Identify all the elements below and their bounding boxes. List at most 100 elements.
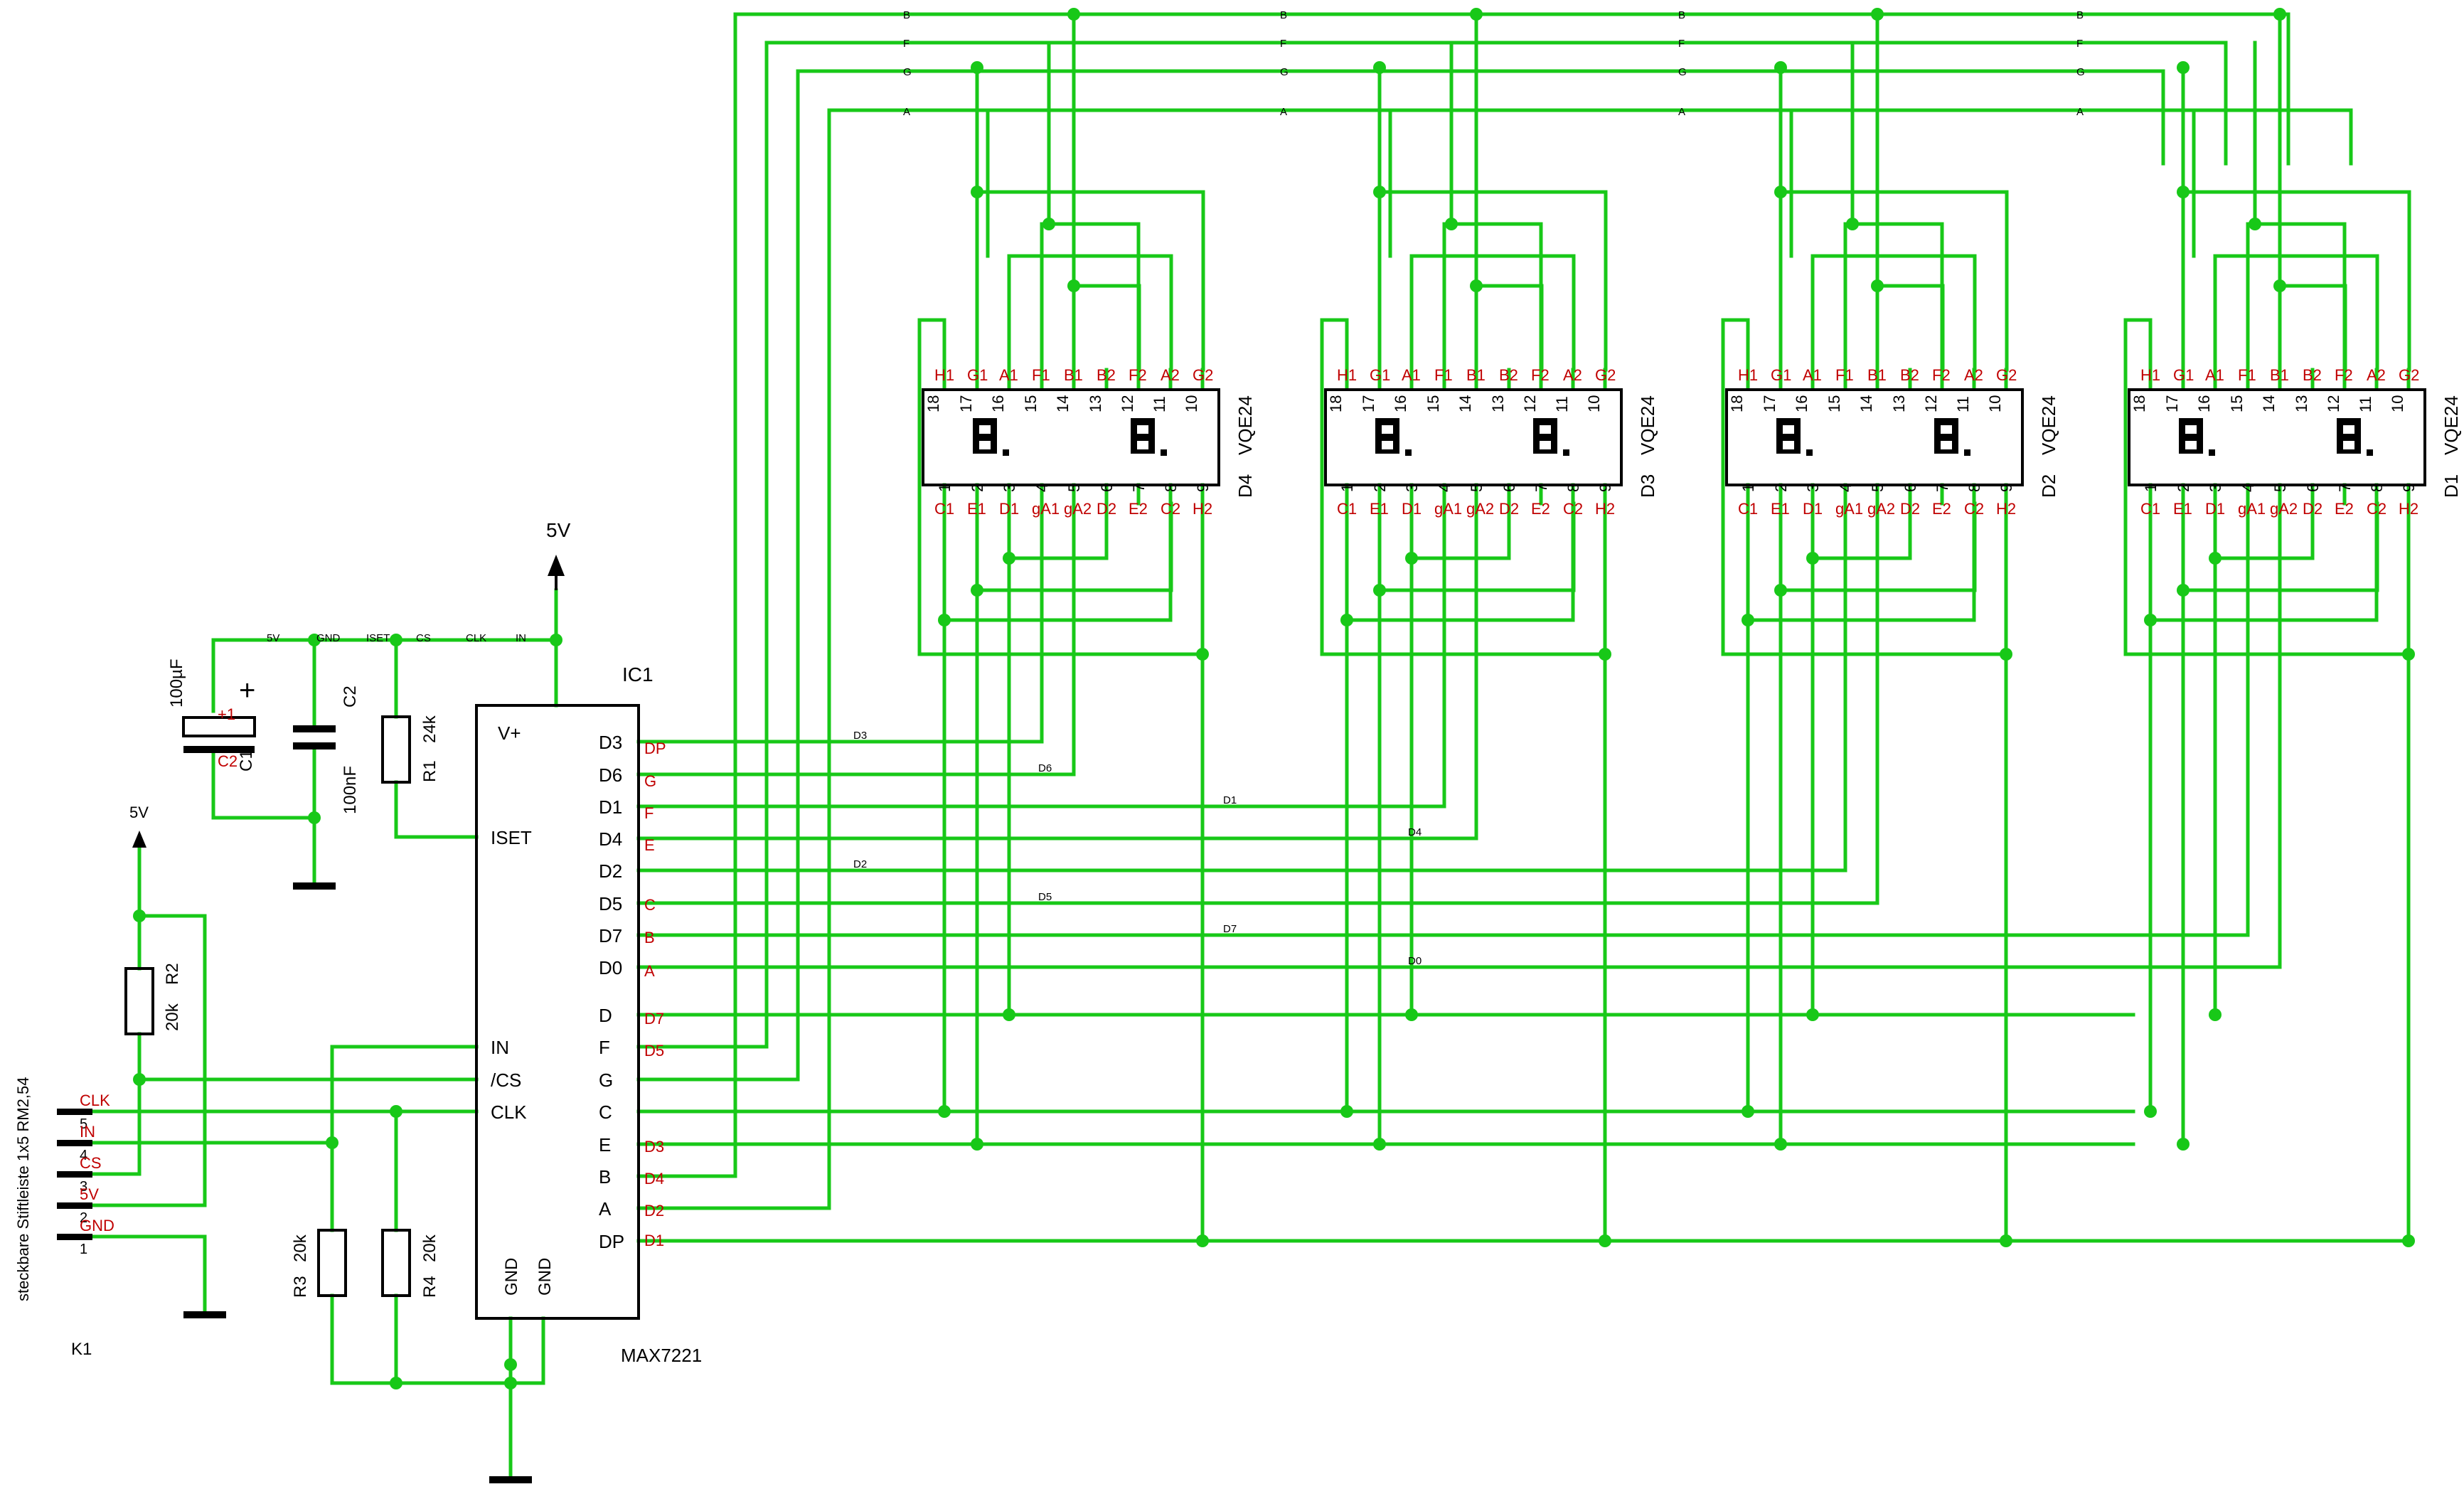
display-pin-name: gA2 bbox=[1466, 500, 1494, 518]
wire bbox=[1778, 190, 2009, 372]
k1-pin-name: CLK bbox=[80, 1092, 110, 1109]
display-pin-number: 15 bbox=[1424, 395, 1442, 412]
display-pin-number: 16 bbox=[989, 395, 1007, 412]
junction-dot bbox=[1599, 648, 1611, 661]
wire bbox=[1875, 284, 1945, 372]
k1-pin bbox=[57, 1140, 92, 1146]
display-pin-name: C1 bbox=[1337, 500, 1357, 518]
ic-pin-label: /CS bbox=[491, 1069, 521, 1091]
seven-segment-gap bbox=[1941, 425, 1952, 434]
display-pin-number: 1 bbox=[1338, 484, 1356, 492]
display-pin-number: 11 bbox=[1553, 396, 1571, 412]
junction-dot bbox=[1003, 1008, 1015, 1021]
display-pin-name: E1 bbox=[967, 500, 986, 518]
display-pin-number: 5 bbox=[1065, 484, 1083, 492]
display-pin-number: 8 bbox=[1966, 484, 1983, 492]
ic-pin-label: D1 bbox=[599, 796, 622, 818]
wire bbox=[2213, 501, 2315, 560]
display-pin-name: H1 bbox=[2140, 366, 2160, 384]
wire bbox=[636, 652, 1446, 809]
display-pin-name: H1 bbox=[1337, 366, 1357, 384]
k1-pin-name: 5V bbox=[80, 1185, 99, 1203]
display-pin-name: A2 bbox=[1964, 366, 1983, 384]
decimal-point bbox=[1405, 449, 1412, 456]
wire bbox=[975, 190, 1205, 372]
display-pin-number: 14 bbox=[2260, 395, 2278, 412]
display-pin-number: 6 bbox=[1500, 484, 1518, 492]
display-pin-number: 9 bbox=[2400, 484, 2418, 492]
ic-pin-tag: D7 bbox=[644, 1010, 664, 1028]
ic-pin-label: F bbox=[599, 1037, 610, 1058]
decimal-point bbox=[1964, 449, 1970, 456]
display-pin-name: H2 bbox=[1193, 500, 1212, 518]
display-pin-number: 15 bbox=[1022, 395, 1040, 412]
r1-body bbox=[381, 715, 411, 784]
display-pin-name: F1 bbox=[2238, 366, 2256, 384]
seven-segment-gap bbox=[1941, 441, 1952, 449]
net-label: D0 bbox=[1408, 955, 1422, 967]
junction-dot bbox=[1196, 1234, 1209, 1247]
ic-ref: IC1 bbox=[622, 663, 654, 685]
display-pin-name: G1 bbox=[1370, 366, 1390, 384]
display-pin-name: F1 bbox=[1032, 366, 1050, 384]
r1-value: 24k bbox=[420, 715, 439, 743]
junction-dot bbox=[2144, 1105, 2157, 1118]
display-pin-name: F2 bbox=[2335, 366, 2353, 384]
ic-pin-label: CLK bbox=[491, 1101, 527, 1123]
wire bbox=[1377, 190, 1608, 372]
display-pin-number: 12 bbox=[1922, 395, 1940, 412]
net-label: D1 bbox=[1223, 794, 1237, 806]
display-pin-number: 9 bbox=[1194, 484, 1212, 492]
display-pin-name: F2 bbox=[1129, 366, 1147, 384]
wire bbox=[1810, 501, 1912, 560]
wire bbox=[636, 652, 1044, 744]
junction-dot bbox=[504, 1377, 517, 1389]
wire bbox=[636, 652, 1847, 873]
display-pin-number: 1 bbox=[1739, 484, 1757, 492]
junction-dot bbox=[390, 1105, 402, 1118]
junction-dot bbox=[2402, 648, 2415, 661]
display-pin-name: A1 bbox=[1803, 366, 1822, 384]
display-pin-number: 13 bbox=[1489, 395, 1507, 412]
display-pin-name: D1 bbox=[1402, 500, 1422, 518]
junction-dot bbox=[1774, 186, 1787, 198]
ic-pin-label: DP bbox=[599, 1231, 624, 1252]
junction-dot bbox=[1373, 584, 1386, 597]
display-pin-name: C1 bbox=[934, 500, 954, 518]
wire bbox=[636, 652, 1478, 841]
net-label: D6 bbox=[1038, 762, 1052, 774]
r2-value: 20k bbox=[163, 1003, 182, 1031]
net-label: A bbox=[903, 106, 910, 118]
junction-dot bbox=[2177, 186, 2190, 198]
junction-dot bbox=[1042, 218, 1055, 230]
r2-body bbox=[124, 967, 154, 1035]
display-ref: D4 bbox=[1234, 474, 1256, 498]
display-pin-number: 2 bbox=[1371, 484, 1389, 492]
display-pin-number: 7 bbox=[1934, 484, 1951, 492]
k1-pin-name: GND bbox=[80, 1217, 114, 1234]
ic-pin-label: D2 bbox=[599, 860, 622, 882]
display-pin-number: 6 bbox=[1902, 484, 1919, 492]
k1-pin bbox=[57, 1171, 92, 1178]
display-pin-number: 17 bbox=[957, 395, 975, 412]
k1-pin bbox=[57, 1109, 92, 1115]
display-pin-number: 6 bbox=[1098, 484, 1116, 492]
seven-segment-gap bbox=[2343, 425, 2354, 434]
junction-dot bbox=[1405, 552, 1418, 565]
junction-dot bbox=[1774, 61, 1787, 74]
ic-pin-label: G bbox=[599, 1069, 613, 1091]
c1-value: 100µF bbox=[167, 658, 186, 708]
junction-dot bbox=[1774, 1138, 1787, 1151]
junction-dot bbox=[2249, 218, 2261, 230]
k1-pin-number: 1 bbox=[80, 1242, 87, 1257]
display-pin-number: 14 bbox=[1456, 395, 1474, 412]
wire bbox=[137, 1032, 479, 1082]
net-label: 5V bbox=[267, 632, 279, 644]
k1-pin-number: 2 bbox=[80, 1210, 87, 1226]
junction-dot bbox=[1340, 1105, 1353, 1118]
net-label: B bbox=[1280, 9, 1287, 21]
junction-dot bbox=[971, 584, 983, 597]
junction-dot bbox=[308, 634, 321, 646]
c2-plate-a bbox=[293, 725, 336, 732]
display-body bbox=[1324, 388, 1623, 486]
